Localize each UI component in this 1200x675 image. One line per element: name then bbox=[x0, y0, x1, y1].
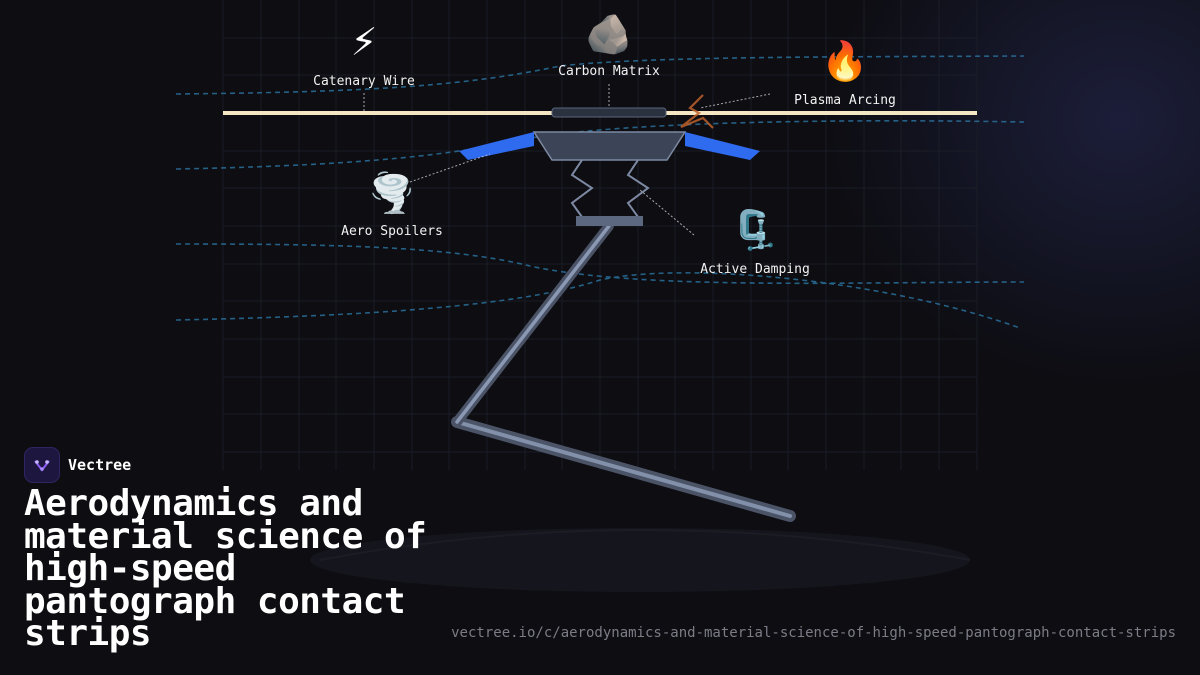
pantograph-arm bbox=[451, 221, 796, 522]
pantograph-head bbox=[532, 131, 687, 161]
label-aero-spoilers: Aero Spoilers bbox=[341, 224, 443, 239]
leader-lines bbox=[363, 84, 771, 236]
aero-spoiler-left bbox=[459, 132, 534, 160]
airflow-lines bbox=[175, 55, 1025, 329]
fire-icon: 🔥 bbox=[821, 39, 869, 83]
label-plasma-arcing: Plasma Arcing bbox=[794, 93, 896, 108]
brand-name: Vectree bbox=[68, 456, 132, 474]
ground-arc bbox=[319, 529, 971, 561]
spring-base-plate bbox=[576, 216, 643, 226]
plasma-arc bbox=[680, 94, 714, 129]
label-carbon-matrix: Carbon Matrix bbox=[558, 64, 660, 79]
damping-springs bbox=[570, 159, 650, 218]
label-catenary-wire: Catenary Wire bbox=[313, 74, 415, 89]
source-url[interactable]: vectree.io/c/aerodynamics-and-material-s… bbox=[451, 625, 1176, 641]
clamp-icon: 🗜️ bbox=[731, 208, 779, 252]
vectree-logo-icon bbox=[24, 447, 60, 483]
label-active-damping: Active Damping bbox=[700, 262, 810, 277]
page-title: Aerodynamics and material science of hig… bbox=[24, 483, 427, 654]
ground-shadow bbox=[310, 528, 970, 592]
rock-icon: 🪨 bbox=[585, 12, 633, 56]
aero-spoiler-right bbox=[685, 132, 760, 160]
carbon-contact-strip bbox=[551, 107, 667, 118]
lightning-icon: ⚡ bbox=[350, 20, 378, 64]
tornado-icon: 🌪️ bbox=[368, 171, 416, 215]
brand: Vectree bbox=[24, 447, 131, 483]
